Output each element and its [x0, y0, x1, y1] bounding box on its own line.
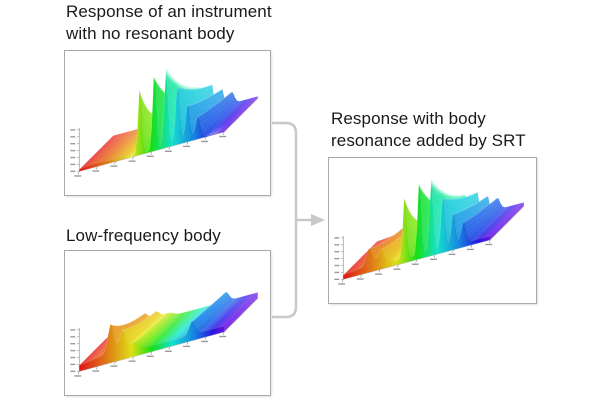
caption-srt-response: Response with body resonance added by SR…	[331, 108, 526, 152]
caption-no-body-line2: with no resonant body	[66, 24, 235, 43]
arrow-head-icon	[311, 214, 325, 226]
panel-srt-response	[328, 157, 537, 304]
waterfall-plot-low-frequency	[70, 291, 258, 377]
panel-no-resonant-body	[64, 50, 271, 196]
waterfall-plot-no-body	[70, 67, 258, 177]
caption-low-freq-line1: Low-frequency body	[66, 226, 221, 245]
caption-no-body-line1: Response of an instrument	[66, 2, 272, 21]
caption-srt-line2: resonance added by SRT	[331, 131, 526, 150]
caption-low-frequency-body: Low-frequency body	[66, 225, 221, 247]
caption-srt-line1: Response with body	[331, 109, 486, 128]
panel-low-frequency-body	[64, 250, 271, 396]
connector-bracket	[272, 121, 298, 319]
caption-no-resonant-body: Response of an instrument with no resona…	[66, 1, 272, 45]
waterfall-plot-srt	[334, 178, 524, 285]
